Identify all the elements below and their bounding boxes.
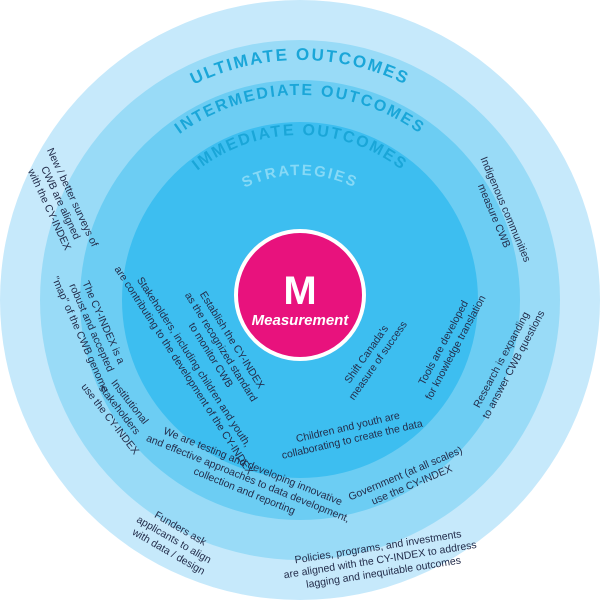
measurement-center bbox=[234, 229, 366, 361]
center-word: Measurement bbox=[252, 312, 350, 329]
center-letter: M bbox=[283, 269, 316, 313]
